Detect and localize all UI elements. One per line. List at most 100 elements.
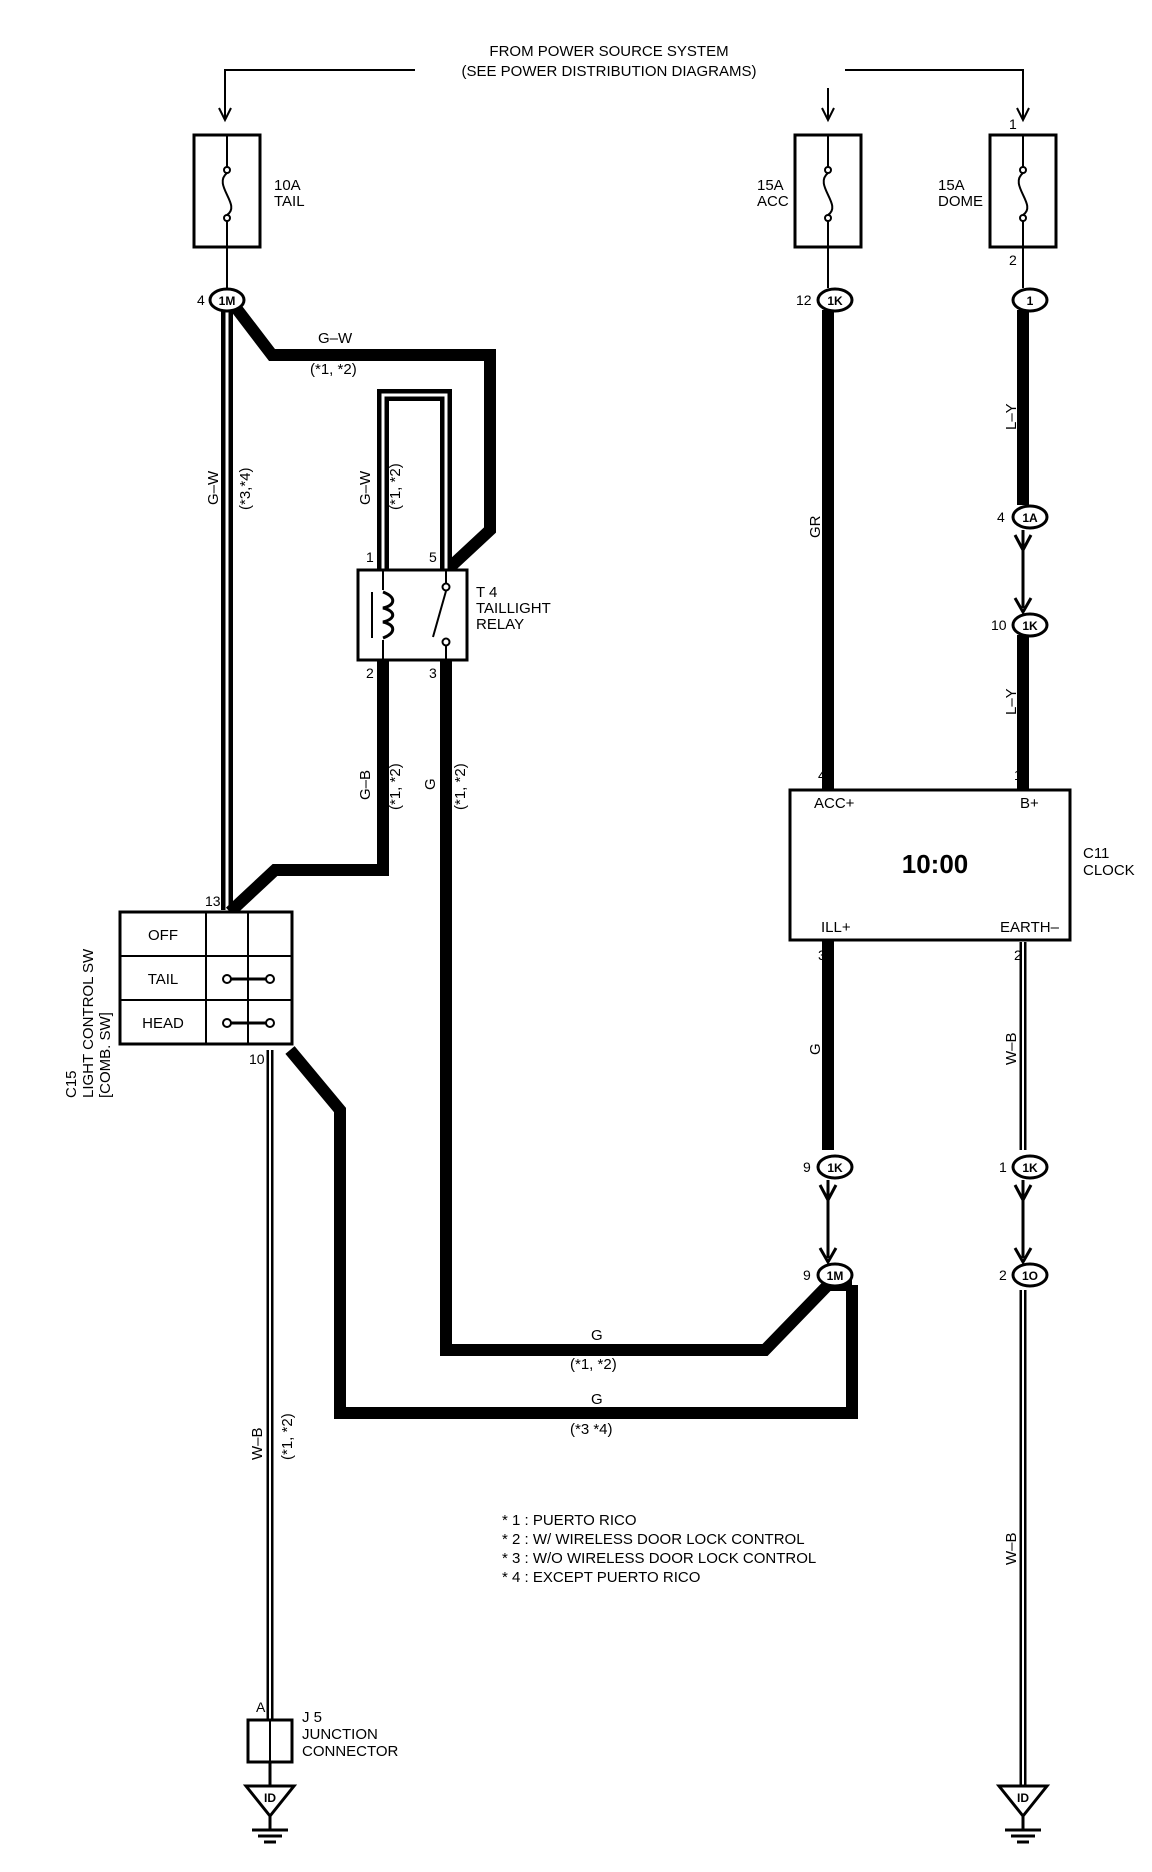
label-ly-bot: L–Y bbox=[1003, 688, 1020, 715]
relay-pin-2: 2 bbox=[366, 665, 374, 681]
wire-g-b bbox=[225, 660, 389, 917]
fuse-acc-rating: 15A bbox=[757, 177, 784, 194]
clock-display: 10:00 bbox=[902, 849, 969, 879]
clock-terminal-acc: ACC+ bbox=[814, 795, 855, 812]
ground-symbol-right: ID bbox=[995, 1784, 1051, 1844]
connector-1m-bot-pin: 9 bbox=[803, 1267, 811, 1283]
connector-1a: 1A 4 bbox=[997, 504, 1049, 530]
label-g-clock: G bbox=[807, 1043, 824, 1055]
connector-1k-top-pin: 12 bbox=[796, 292, 812, 308]
connector-1k-mid-id: 1K bbox=[1022, 619, 1038, 633]
connector-1m-bot-id: 1M bbox=[827, 1269, 844, 1283]
fuse-dome-name: DOME bbox=[938, 193, 983, 210]
connector-1m-top-id: 1M bbox=[219, 294, 236, 308]
junction-pin: A bbox=[256, 1699, 266, 1715]
clock-terminal-ill: ILL+ bbox=[821, 919, 851, 936]
clock-name: CLOCK bbox=[1083, 862, 1135, 879]
connector-1k-top-id: 1K bbox=[827, 294, 843, 308]
clock-unit: ACC+ B+ ILL+ EARTH– 10:00 4 1 3 2 C11 CL… bbox=[788, 767, 1135, 963]
ground-symbol-left: ID bbox=[242, 1784, 298, 1844]
switch-code: C15 bbox=[63, 1070, 80, 1098]
note-4: * 4 : EXCEPT PUERTO RICO bbox=[502, 1569, 700, 1586]
connector-1m-bot: 1M 9 bbox=[803, 1262, 854, 1288]
wire-labels: G–W (*1, *2) G–W (*3,*4) G–W (*1, *2) G–… bbox=[205, 330, 1020, 1565]
label-wb-left: W–B bbox=[249, 1427, 266, 1460]
connector-1a-pin: 4 bbox=[997, 509, 1005, 525]
label-g-bot2: G bbox=[591, 1391, 603, 1408]
fuse-tail-rating: 10A bbox=[274, 177, 301, 194]
ground-right-id: ID bbox=[1017, 1791, 1029, 1805]
label-gw-left-note: (*3,*4) bbox=[237, 467, 254, 510]
switch-pin-bottom: 10 bbox=[249, 1051, 265, 1067]
connector-1k-acc: 1K 9 bbox=[803, 1154, 854, 1180]
connector-1k-gnd-pin: 1 bbox=[999, 1159, 1007, 1175]
connector-1k-acc-id: 1K bbox=[827, 1161, 843, 1175]
connector-1o-id: 1O bbox=[1022, 1269, 1038, 1283]
connector-1k-acc-pin: 9 bbox=[803, 1159, 811, 1175]
connector-1m-top-pin: 4 bbox=[197, 292, 205, 308]
fuse-dome-rating: 15A bbox=[938, 177, 965, 194]
connector-1o: 1O 2 bbox=[999, 1262, 1049, 1288]
relay-pin-1: 1 bbox=[366, 549, 374, 565]
junction-connector: A J 5 JUNCTION CONNECTOR bbox=[246, 1699, 399, 1786]
footnotes: * 1 : PUERTO RICO * 2 : W/ WIRELESS DOOR… bbox=[502, 1512, 816, 1586]
light-control-switch: OFF TAIL HEAD 13 10 C15 LIGHT CONTROL SW… bbox=[63, 893, 294, 1098]
wire-g-relay-to-1m bbox=[440, 660, 834, 1356]
label-wb-clock: W–B bbox=[1003, 1032, 1020, 1065]
relay-pin-5: 5 bbox=[429, 549, 437, 565]
power-source-line2: (SEE POWER DISTRIBUTION DIAGRAMS) bbox=[461, 63, 756, 80]
junction-name-line1: JUNCTION bbox=[302, 1726, 378, 1743]
note-2: * 2 : W/ WIRELESS DOOR LOCK CONTROL bbox=[502, 1531, 805, 1548]
power-source-header: FROM POWER SOURCE SYSTEM (SEE POWER DIST… bbox=[218, 43, 1030, 123]
fuse-tail-name: TAIL bbox=[274, 193, 305, 210]
clock-pin-acc: 4 bbox=[818, 767, 826, 783]
label-g-relay-note: (*1, *2) bbox=[452, 763, 469, 810]
connector-1-top: 1 bbox=[1011, 287, 1049, 313]
note-3: * 3 : W/O WIRELESS DOOR LOCK CONTROL bbox=[502, 1550, 816, 1567]
connector-link-arrows bbox=[818, 530, 1033, 1266]
connector-1m-top: 1M 4 bbox=[197, 287, 246, 313]
label-g-bot1: G bbox=[591, 1327, 603, 1344]
label-gw-left: G–W bbox=[205, 470, 222, 505]
relay-name-line2: RELAY bbox=[476, 616, 524, 633]
label-gb-note: (*1, *2) bbox=[387, 763, 404, 810]
connector-1a-id: 1A bbox=[1022, 511, 1038, 525]
power-source-line1: FROM POWER SOURCE SYSTEM bbox=[489, 43, 728, 60]
taillight-relay: 1 5 2 3 T 4 TAILLIGHT RELAY bbox=[356, 549, 551, 681]
clock-pin-earth: 2 bbox=[1014, 947, 1022, 963]
label-gw-top: G–W bbox=[318, 330, 353, 347]
clock-pin-b: 1 bbox=[1014, 767, 1022, 783]
fuse-acc: 15A ACC bbox=[757, 133, 863, 249]
label-wb-left-note: (*1, *2) bbox=[279, 1413, 296, 1460]
switch-row-off: OFF bbox=[148, 927, 178, 944]
junction-name-line2: CONNECTOR bbox=[302, 1743, 399, 1760]
ground-left-id: ID bbox=[264, 1791, 276, 1805]
label-g-bot2-note: (*3 *4) bbox=[570, 1421, 613, 1438]
connector-1k-top: 1K 12 bbox=[796, 287, 854, 313]
fuse-dome-pin-in: 1 bbox=[1009, 116, 1017, 132]
connector-1k-gnd-id: 1K bbox=[1022, 1161, 1038, 1175]
relay-name-line1: TAILLIGHT bbox=[476, 600, 551, 617]
clock-pin-ill: 3 bbox=[818, 947, 826, 963]
label-g-bot1-note: (*1, *2) bbox=[570, 1356, 617, 1373]
label-ly-top: L–Y bbox=[1003, 403, 1020, 430]
connector-1o-pin: 2 bbox=[999, 1267, 1007, 1283]
label-gw-relay: G–W bbox=[357, 470, 374, 505]
fuse-dome-pin-out: 2 bbox=[1009, 252, 1017, 268]
fuse-acc-name: ACC bbox=[757, 193, 789, 210]
label-gr: GR bbox=[807, 515, 824, 538]
switch-name-line2: [COMB. SW] bbox=[97, 1012, 114, 1098]
connector-1k-mid-pin: 10 bbox=[991, 617, 1007, 633]
switch-pin-top: 13 bbox=[205, 893, 221, 909]
label-gb: G–B bbox=[357, 770, 374, 800]
clock-terminal-earth: EARTH– bbox=[1000, 919, 1060, 936]
switch-row-head: HEAD bbox=[142, 1015, 184, 1032]
clock-terminal-b: B+ bbox=[1020, 795, 1039, 812]
relay-code: T 4 bbox=[476, 584, 497, 601]
junction-code: J 5 bbox=[302, 1709, 322, 1726]
label-gw-relay-note: (*1, *2) bbox=[387, 463, 404, 510]
label-wb-right: W–B bbox=[1003, 1532, 1020, 1565]
label-gw-top-note: (*1, *2) bbox=[310, 361, 357, 378]
connector-1k-mid: 1K 10 bbox=[991, 612, 1049, 638]
